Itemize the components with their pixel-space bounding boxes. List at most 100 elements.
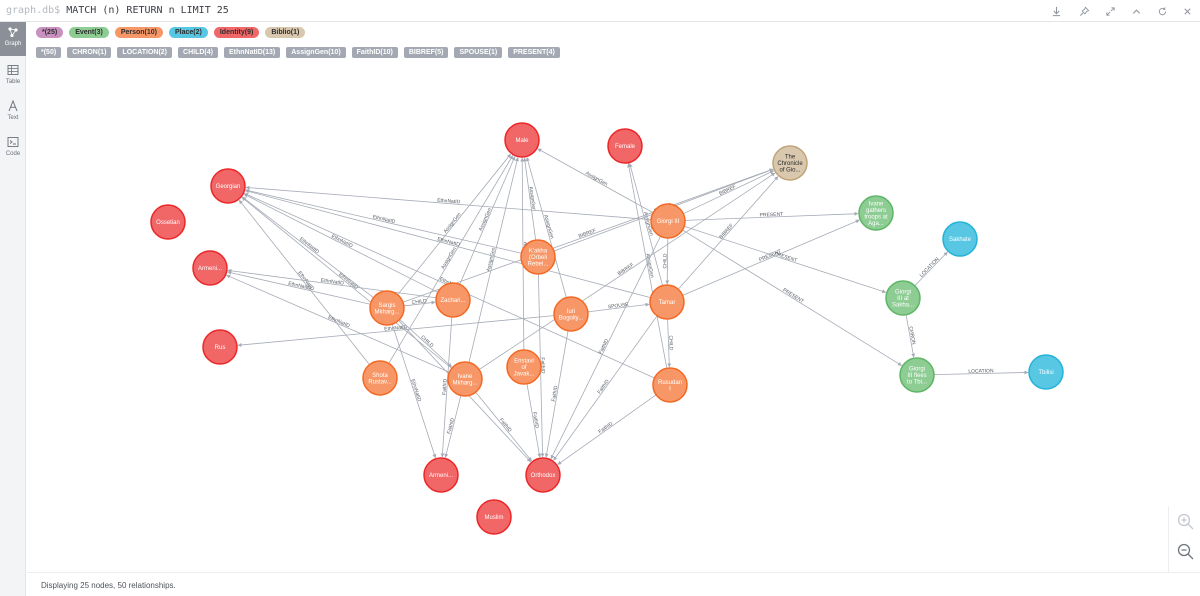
- graph-node-iuri[interactable]: IuriBogoliy...: [553, 296, 589, 332]
- zoom-out-button[interactable]: [1176, 542, 1196, 562]
- node-circle[interactable]: [885, 280, 921, 316]
- relationship-filter-pill[interactable]: SPOUSE(1): [454, 47, 503, 58]
- relationship-edge[interactable]: [403, 300, 436, 307]
- relationship-edge[interactable]: [475, 391, 532, 462]
- zoom-in-button[interactable]: [1176, 512, 1196, 532]
- graph-node-tamar[interactable]: Tamar: [649, 284, 685, 320]
- relationship-edge[interactable]: [238, 199, 370, 365]
- label-filter-pill[interactable]: *(25): [36, 27, 64, 38]
- relationship-edge[interactable]: [557, 394, 657, 465]
- sidebar-item-graph[interactable]: Graph: [0, 22, 26, 56]
- relationship-edge[interactable]: [525, 157, 567, 298]
- label-filter-pill[interactable]: Person(10): [114, 27, 163, 38]
- relationship-edge[interactable]: [478, 172, 776, 370]
- relationship-edge[interactable]: [537, 148, 654, 214]
- relationship-edge[interactable]: [914, 251, 948, 287]
- node-circle[interactable]: [772, 145, 808, 181]
- graph-node-sargis[interactable]: SargisMkharg...: [369, 290, 405, 326]
- relationship-edge[interactable]: [933, 370, 1029, 376]
- relationship-edge[interactable]: [684, 225, 887, 294]
- relationship-edge[interactable]: [227, 268, 437, 299]
- relationship-filter-pill[interactable]: LOCATION(2): [117, 47, 173, 58]
- pin-button[interactable]: [1075, 2, 1093, 20]
- relationship-edge[interactable]: [667, 318, 672, 368]
- node-circle[interactable]: [1028, 354, 1064, 390]
- graph-node-tbilisi[interactable]: Tbilisi: [1028, 354, 1064, 390]
- relationship-edge[interactable]: [237, 315, 555, 347]
- node-circle[interactable]: [476, 499, 512, 535]
- close-button[interactable]: [1178, 2, 1196, 20]
- relationship-edge[interactable]: [245, 188, 522, 254]
- graph-node-sakhate[interactable]: Sakhate: [942, 221, 978, 257]
- relationship-filter-pill[interactable]: EthnNatID(13): [223, 47, 281, 58]
- node-circle[interactable]: [447, 361, 483, 397]
- relationship-filter-pill[interactable]: BIBREF(5): [403, 47, 449, 58]
- node-circle[interactable]: [435, 282, 471, 318]
- graph-node-zachari[interactable]: Zachari...: [435, 282, 471, 318]
- relationship-edge[interactable]: [242, 196, 374, 298]
- graph-node-rus[interactable]: Rus: [202, 329, 238, 365]
- graph-node-ivane[interactable]: IvaneMkharg...: [447, 361, 483, 397]
- graph-node-armeni1[interactable]: Armeni...: [192, 250, 228, 286]
- label-filter-pill[interactable]: Event(3): [69, 27, 109, 38]
- relationship-filter-pill[interactable]: CHILD(4): [178, 47, 218, 58]
- relationship-edge[interactable]: [665, 237, 670, 285]
- node-circle[interactable]: [650, 203, 686, 239]
- expand-button[interactable]: [1101, 2, 1119, 20]
- relationship-filter-pill[interactable]: *(50): [36, 47, 62, 58]
- refresh-button[interactable]: [1153, 2, 1171, 20]
- relationship-edge[interactable]: [245, 189, 651, 299]
- label-filter-pill[interactable]: Identity(9): [213, 27, 260, 38]
- relationship-edge[interactable]: [683, 170, 775, 215]
- graph-node-orthodox[interactable]: Orthodox: [525, 457, 561, 493]
- node-circle[interactable]: [506, 349, 542, 385]
- relationship-edge[interactable]: [226, 274, 450, 373]
- sidebar-item-table[interactable]: Table: [0, 60, 26, 94]
- node-circle[interactable]: [553, 296, 589, 332]
- relationship-edge[interactable]: [553, 315, 658, 461]
- relationship-edge[interactable]: [682, 219, 860, 296]
- relationship-edge[interactable]: [444, 395, 462, 458]
- relationship-edge[interactable]: [227, 270, 371, 305]
- graph-node-shota[interactable]: ShotaRustav...: [362, 360, 398, 396]
- graph-node-georgian[interactable]: Georgian: [210, 168, 246, 204]
- graph-node-eristavi[interactable]: EristaviofJavak...: [506, 349, 542, 385]
- relationship-edge[interactable]: [522, 157, 537, 241]
- sidebar-item-text[interactable]: Text: [0, 96, 26, 130]
- collapse-button[interactable]: [1127, 2, 1145, 20]
- node-circle[interactable]: [210, 168, 246, 204]
- label-filter-pill[interactable]: Biblio(1): [265, 27, 306, 38]
- relationship-edge[interactable]: [459, 156, 516, 285]
- query-editor[interactable]: graph.db$ MATCH (n) RETURN n LIMIT 25: [6, 5, 229, 16]
- relationship-edge[interactable]: [627, 163, 668, 369]
- relationship-edge[interactable]: [440, 316, 453, 458]
- download-button[interactable]: [1047, 2, 1065, 20]
- node-circle[interactable]: [150, 204, 186, 240]
- graph-node-female[interactable]: Female: [607, 128, 643, 164]
- node-circle[interactable]: [899, 357, 935, 393]
- relationship-edge[interactable]: [550, 236, 661, 460]
- node-circle[interactable]: [362, 360, 398, 396]
- relationship-filter-pill[interactable]: PRESENT(4): [508, 47, 560, 58]
- graph-node-ossetian[interactable]: Ossetian: [150, 204, 186, 240]
- label-filter-pill[interactable]: Place(2): [169, 27, 208, 38]
- node-circle[interactable]: [192, 250, 228, 286]
- relationship-edge[interactable]: [468, 157, 519, 363]
- relationship-edge[interactable]: [628, 163, 663, 286]
- relationship-filter-pill[interactable]: AssignGen(10): [286, 47, 346, 58]
- relationship-edge[interactable]: [684, 211, 859, 221]
- node-circle[interactable]: [423, 457, 459, 493]
- relationship-edge[interactable]: [402, 168, 774, 303]
- relationship-edge[interactable]: [905, 314, 916, 358]
- node-circle[interactable]: [649, 284, 685, 320]
- node-circle[interactable]: [369, 290, 405, 326]
- relationship-edge[interactable]: [243, 193, 439, 293]
- relationship-edge[interactable]: [391, 324, 437, 459]
- node-circle[interactable]: [504, 122, 540, 158]
